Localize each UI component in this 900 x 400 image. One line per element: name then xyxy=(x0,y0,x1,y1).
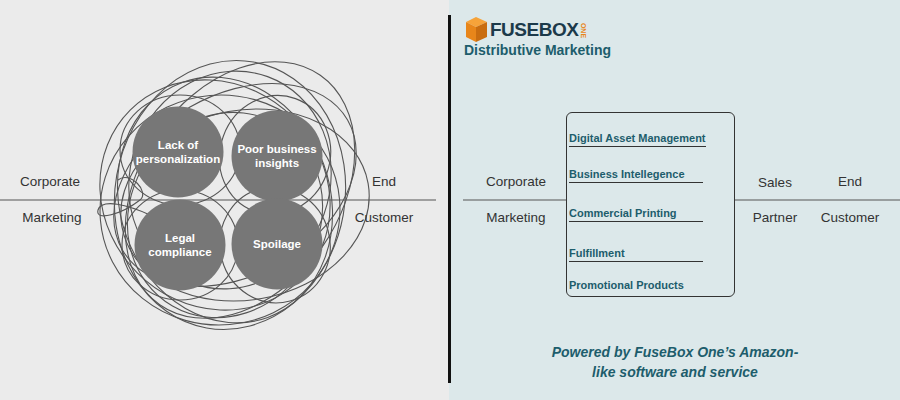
divider-line xyxy=(448,15,451,383)
flow-label: Customer xyxy=(355,210,414,225)
scribble-loop xyxy=(90,85,349,335)
problem-circle: Poor business insights xyxy=(231,110,323,202)
scribble-loop xyxy=(98,177,150,215)
caption: Powered by FuseBox One’s Amazon-like sof… xyxy=(548,342,802,382)
service-item: Digital Asset Management xyxy=(569,132,706,147)
tangle-scribble xyxy=(52,18,402,362)
circle-text-wrap: Spoilage xyxy=(231,198,323,290)
circle-fill xyxy=(232,199,323,290)
scribble-loop xyxy=(105,90,384,321)
circle-shape xyxy=(231,110,323,202)
circle-shape xyxy=(134,199,226,291)
scribble-loop xyxy=(90,77,360,354)
scribble-loop xyxy=(98,42,361,317)
left-panel xyxy=(0,0,449,400)
diagram-title: Distributive Marketing xyxy=(464,42,611,58)
flow-label: Corporate xyxy=(20,174,80,189)
problem-text: Poor business insights xyxy=(234,142,320,170)
circle-text-wrap: Lack of personalization xyxy=(132,106,224,198)
flow-label: End xyxy=(838,174,862,189)
flow-label: Marketing xyxy=(22,210,81,225)
scribble-loop xyxy=(84,47,367,354)
flow-line xyxy=(735,199,900,200)
flow-line xyxy=(0,199,436,200)
scribble-loop xyxy=(52,32,377,357)
problem-circle: Lack of personalization xyxy=(132,106,224,198)
problem-text: Lack of personalization xyxy=(135,138,221,166)
circle-text-wrap: Legal compliance xyxy=(134,199,226,291)
scribble-loop xyxy=(77,42,392,328)
service-item: Fulfillment xyxy=(569,247,703,262)
logo-cube-left xyxy=(466,22,476,42)
scribble-loop xyxy=(78,18,402,362)
flow-label: Sales xyxy=(758,175,792,190)
flow-label: Customer xyxy=(821,210,880,225)
scribble-loop xyxy=(93,42,366,348)
problem-circle: Legal compliance xyxy=(134,199,226,291)
service-item: Commercial Printing xyxy=(569,207,703,222)
scribble-loop xyxy=(120,95,240,205)
problem-circle: Spoilage xyxy=(231,198,323,290)
logo-cube xyxy=(466,17,487,42)
circle-shape xyxy=(132,106,224,198)
scribble-loop xyxy=(122,190,238,300)
circle-fill xyxy=(135,200,226,291)
problem-text: Legal compliance xyxy=(137,231,223,259)
logo-text: FUSEBOX xyxy=(490,19,578,41)
service-item: Promotional Products xyxy=(569,279,703,293)
flow-label: End xyxy=(372,174,396,189)
flow-label: Partner xyxy=(753,210,797,225)
service-box: Digital Asset ManagementBusiness Intelle… xyxy=(566,112,735,297)
flow-label: Marketing xyxy=(486,210,545,225)
flow-label: Corporate xyxy=(486,174,546,189)
right-panel xyxy=(449,0,900,400)
circle-text-wrap: Poor business insights xyxy=(231,110,323,202)
problem-text: Spoilage xyxy=(253,237,301,251)
circle-fill xyxy=(232,111,323,202)
service-item: Business Intellegence xyxy=(569,168,703,183)
circle-fill xyxy=(133,107,224,198)
flow-line xyxy=(463,199,566,200)
logo-text: ONE xyxy=(580,22,587,37)
logo-cube-right xyxy=(476,22,487,42)
